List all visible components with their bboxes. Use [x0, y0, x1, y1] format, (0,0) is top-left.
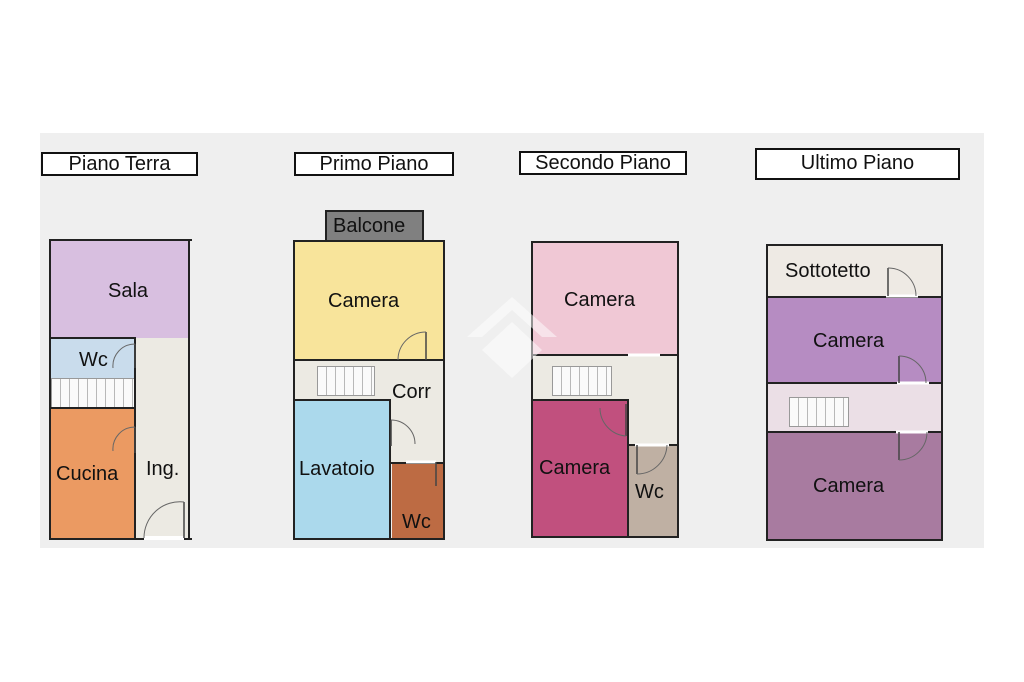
door-cucina[interactable] [111, 425, 137, 455]
room-label-ingresso: Ing. [146, 458, 180, 480]
room-label-camera-bottom: Camera [813, 475, 885, 497]
room-label-wc: Wc [635, 481, 664, 503]
wall [293, 359, 445, 361]
door-lavatoio[interactable] [388, 418, 418, 448]
room-camera[interactable]: Camera [533, 400, 628, 536]
room-camera[interactable]: Camera [295, 242, 443, 360]
wall [49, 538, 192, 540]
door-camera-top[interactable] [626, 349, 662, 361]
wall [531, 536, 679, 538]
door-camera[interactable] [396, 330, 430, 362]
door-entrance[interactable] [140, 500, 188, 540]
wall [443, 240, 445, 540]
door-wc[interactable] [633, 440, 673, 476]
room-label-wc: Wc [79, 349, 108, 371]
floor-title-primo-piano: Primo Piano [294, 152, 454, 176]
room-label-camera: Camera [328, 290, 400, 312]
door-camera-bottom[interactable] [894, 428, 930, 462]
room-sala[interactable]: Sala [51, 241, 190, 338]
wall [293, 240, 445, 242]
wall [766, 244, 768, 541]
room-label-camera-top: Camera [813, 330, 885, 352]
door-camera-bottom[interactable] [598, 402, 630, 438]
wall [531, 354, 679, 356]
room-wc[interactable]: Wc [392, 463, 443, 538]
room-label-corr: Corr [392, 381, 431, 403]
watermark-logo [467, 297, 557, 378]
wall [389, 399, 391, 538]
wall [766, 296, 943, 298]
wall [766, 431, 943, 433]
room-camera[interactable]: Camera [768, 297, 941, 383]
wall [49, 239, 192, 241]
staircase [317, 366, 375, 396]
wall [293, 538, 445, 540]
staircase [789, 397, 849, 427]
staircase [51, 378, 135, 408]
wall [627, 399, 629, 536]
room-lavatoio[interactable]: Lavatoio [295, 400, 390, 538]
door-wc[interactable] [404, 458, 440, 488]
floor-title-secondo-piano: Secondo Piano [519, 151, 687, 175]
wall [677, 241, 679, 538]
wall [49, 337, 135, 339]
room-label-camera-top: Camera [564, 289, 636, 311]
door-camera-top[interactable] [895, 354, 931, 386]
wall [766, 244, 943, 246]
wall [188, 239, 190, 540]
room-label-wc: Wc [402, 511, 431, 533]
wall [941, 244, 943, 541]
wall [293, 399, 391, 401]
room-wc[interactable]: Wc [628, 445, 677, 536]
room-corr[interactable]: Corr [390, 360, 443, 463]
wall [293, 240, 295, 540]
staircase [552, 366, 612, 396]
room-sottotetto[interactable]: Sottotetto [768, 246, 941, 297]
floor-title-ultimo-piano: Ultimo Piano [755, 148, 960, 180]
room-label-balcone: Balcone [333, 215, 406, 237]
wall [49, 239, 51, 540]
room-cucina[interactable]: Cucina [51, 408, 135, 538]
wall [531, 399, 629, 401]
room-wc[interactable]: Wc [51, 338, 135, 378]
room-label-lavatoio: Lavatoio [299, 458, 375, 480]
wall [766, 539, 943, 541]
room-balcone[interactable]: Balcone [325, 210, 424, 242]
room-label-sala: Sala [108, 280, 149, 302]
floor-title-piano-terra: Piano Terra [41, 152, 198, 176]
room-camera[interactable]: Camera [768, 432, 941, 540]
door-sottotetto[interactable] [884, 266, 920, 300]
room-ingresso[interactable]: Ing. [135, 338, 190, 538]
wall [531, 241, 679, 243]
door-wc[interactable] [111, 342, 137, 372]
wall [531, 241, 533, 538]
room-label-sottotetto: Sottotetto [785, 260, 871, 282]
wall [49, 407, 135, 409]
room-label-camera-bottom: Camera [539, 457, 611, 479]
wall [766, 382, 943, 384]
room-camera[interactable]: Camera [533, 243, 677, 355]
room-label-cucina: Cucina [56, 463, 119, 485]
